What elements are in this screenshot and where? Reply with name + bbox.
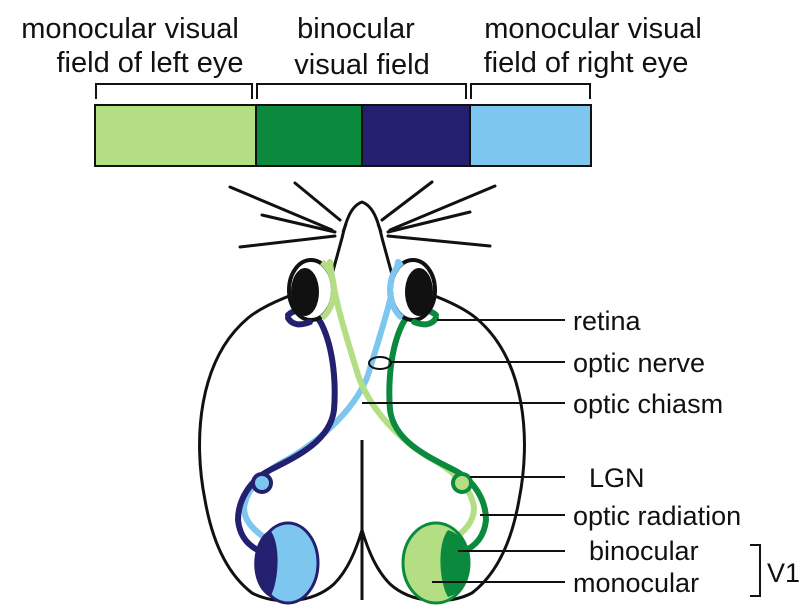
v1-label: V1 (767, 558, 800, 588)
retina-label: retina (573, 306, 642, 336)
right-v1 (403, 523, 470, 603)
optic-nerve-label: optic nerve (573, 348, 705, 378)
right-field-label-line1: monocular visual (484, 13, 702, 45)
header-brackets (96, 84, 590, 99)
visual-field-bar (95, 105, 591, 166)
left-field-bracket (96, 84, 252, 99)
monocular-label: monocular (573, 568, 699, 598)
nose-marks (343, 224, 381, 232)
binocular-field-bracket (257, 84, 466, 99)
v1-bracket (750, 545, 760, 596)
binocular-field-label-line1: binocular (297, 13, 415, 45)
left-field-label-line1: monocular visual (21, 13, 239, 45)
left-v1 (254, 523, 318, 603)
left-field-label-line2: field of left eye (57, 47, 244, 79)
optic-radiation-label: optic radiation (573, 501, 741, 531)
left-eye-pupil (291, 268, 319, 316)
right-eye-pupil (405, 268, 433, 316)
right-monocular-segment (470, 105, 591, 166)
binocular-field-label-line2: visual field (294, 49, 429, 81)
left-v1-binocular (254, 530, 277, 597)
right-field-label-line2: field of right eye (484, 47, 689, 79)
left-binocular-segment (256, 105, 362, 166)
optic-chiasm-label: optic chiasm (573, 389, 723, 419)
right-lgn (453, 474, 471, 492)
lgn-label: LGN (589, 463, 645, 493)
left-monocular-segment (95, 105, 256, 166)
binocular-label: binocular (589, 536, 699, 566)
right-field-bracket (471, 84, 590, 99)
whiskers (230, 182, 495, 247)
right-binocular-segment (362, 105, 470, 166)
right-eye (390, 260, 435, 320)
navy-pathway (238, 310, 335, 552)
left-lgn (253, 474, 271, 492)
right-v1-binocular (440, 530, 469, 597)
left-eye (289, 260, 334, 320)
